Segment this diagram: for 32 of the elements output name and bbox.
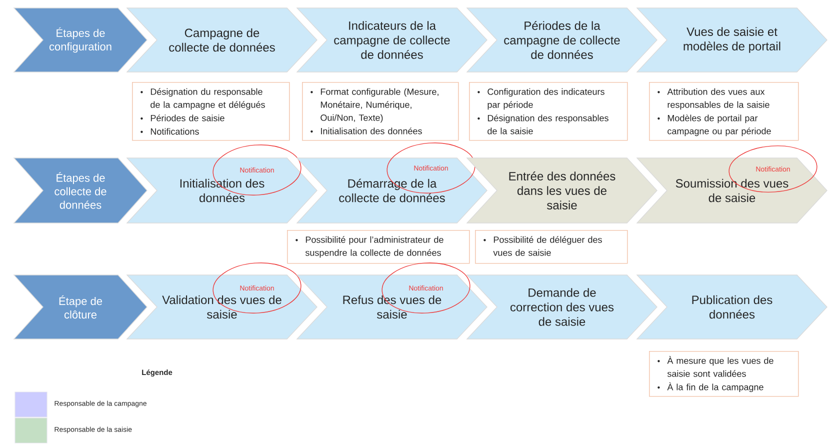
list-item: Attribution des vues aux responsables de la saisie <box>667 88 770 110</box>
note-box <box>132 82 290 141</box>
process-step: Indicateurs de la campagne de collecte de données <box>296 8 488 72</box>
process-step: Publication des données <box>636 274 828 340</box>
list-item: Désignation des responsables de la saisie <box>488 114 608 134</box>
note-box <box>302 82 459 141</box>
note-box <box>649 82 799 141</box>
list-item: Initialisation des données <box>321 128 422 134</box>
process-step: Entrée des données dans les vues de saisie <box>466 158 658 224</box>
list-item: À la fin de la campagne <box>667 382 764 392</box>
note-box <box>469 82 628 141</box>
node-label: Publication des données <box>692 295 772 319</box>
list-item: Modèles de portail par campagne ou par période <box>668 114 771 136</box>
node-label: Vues de saisie et modèles de portail <box>684 27 780 53</box>
process-step: Vues de saisie et modèles de portail <box>636 8 828 72</box>
process-step: Étapes de collecte de données <box>13 158 148 224</box>
process-step: Campagne de collecte de données <box>126 8 318 72</box>
list-item: Notifications <box>150 128 199 135</box>
process-step: Demande de correction des vues de saisie <box>466 274 658 340</box>
process-step: Périodes de la campagne de collecte de données <box>466 8 658 72</box>
note-box <box>649 351 799 397</box>
list-item: Périodes de saisie <box>150 114 224 122</box>
list-item: Configuration des indicateurs par période <box>488 88 604 110</box>
list-item: Possibilité pour l’administrateur de suspendre la collecte de données <box>305 236 444 258</box>
process-step: Étape de clôture <box>13 274 148 340</box>
note-box <box>287 230 470 264</box>
note-box <box>475 230 628 264</box>
list-item: À mesure que les vues de saisie sont validées <box>667 356 774 377</box>
list-item: Possibilité de déléguer des vues de saisie <box>493 236 602 256</box>
process-step: Étapes de configuration <box>13 8 148 72</box>
list-item: Désignation du responsable de la campagne et délégués <box>150 88 265 110</box>
list-item: Format configurable (Mesure, Monétaire, Numérique, Oui/Non, Texte) <box>320 88 438 123</box>
